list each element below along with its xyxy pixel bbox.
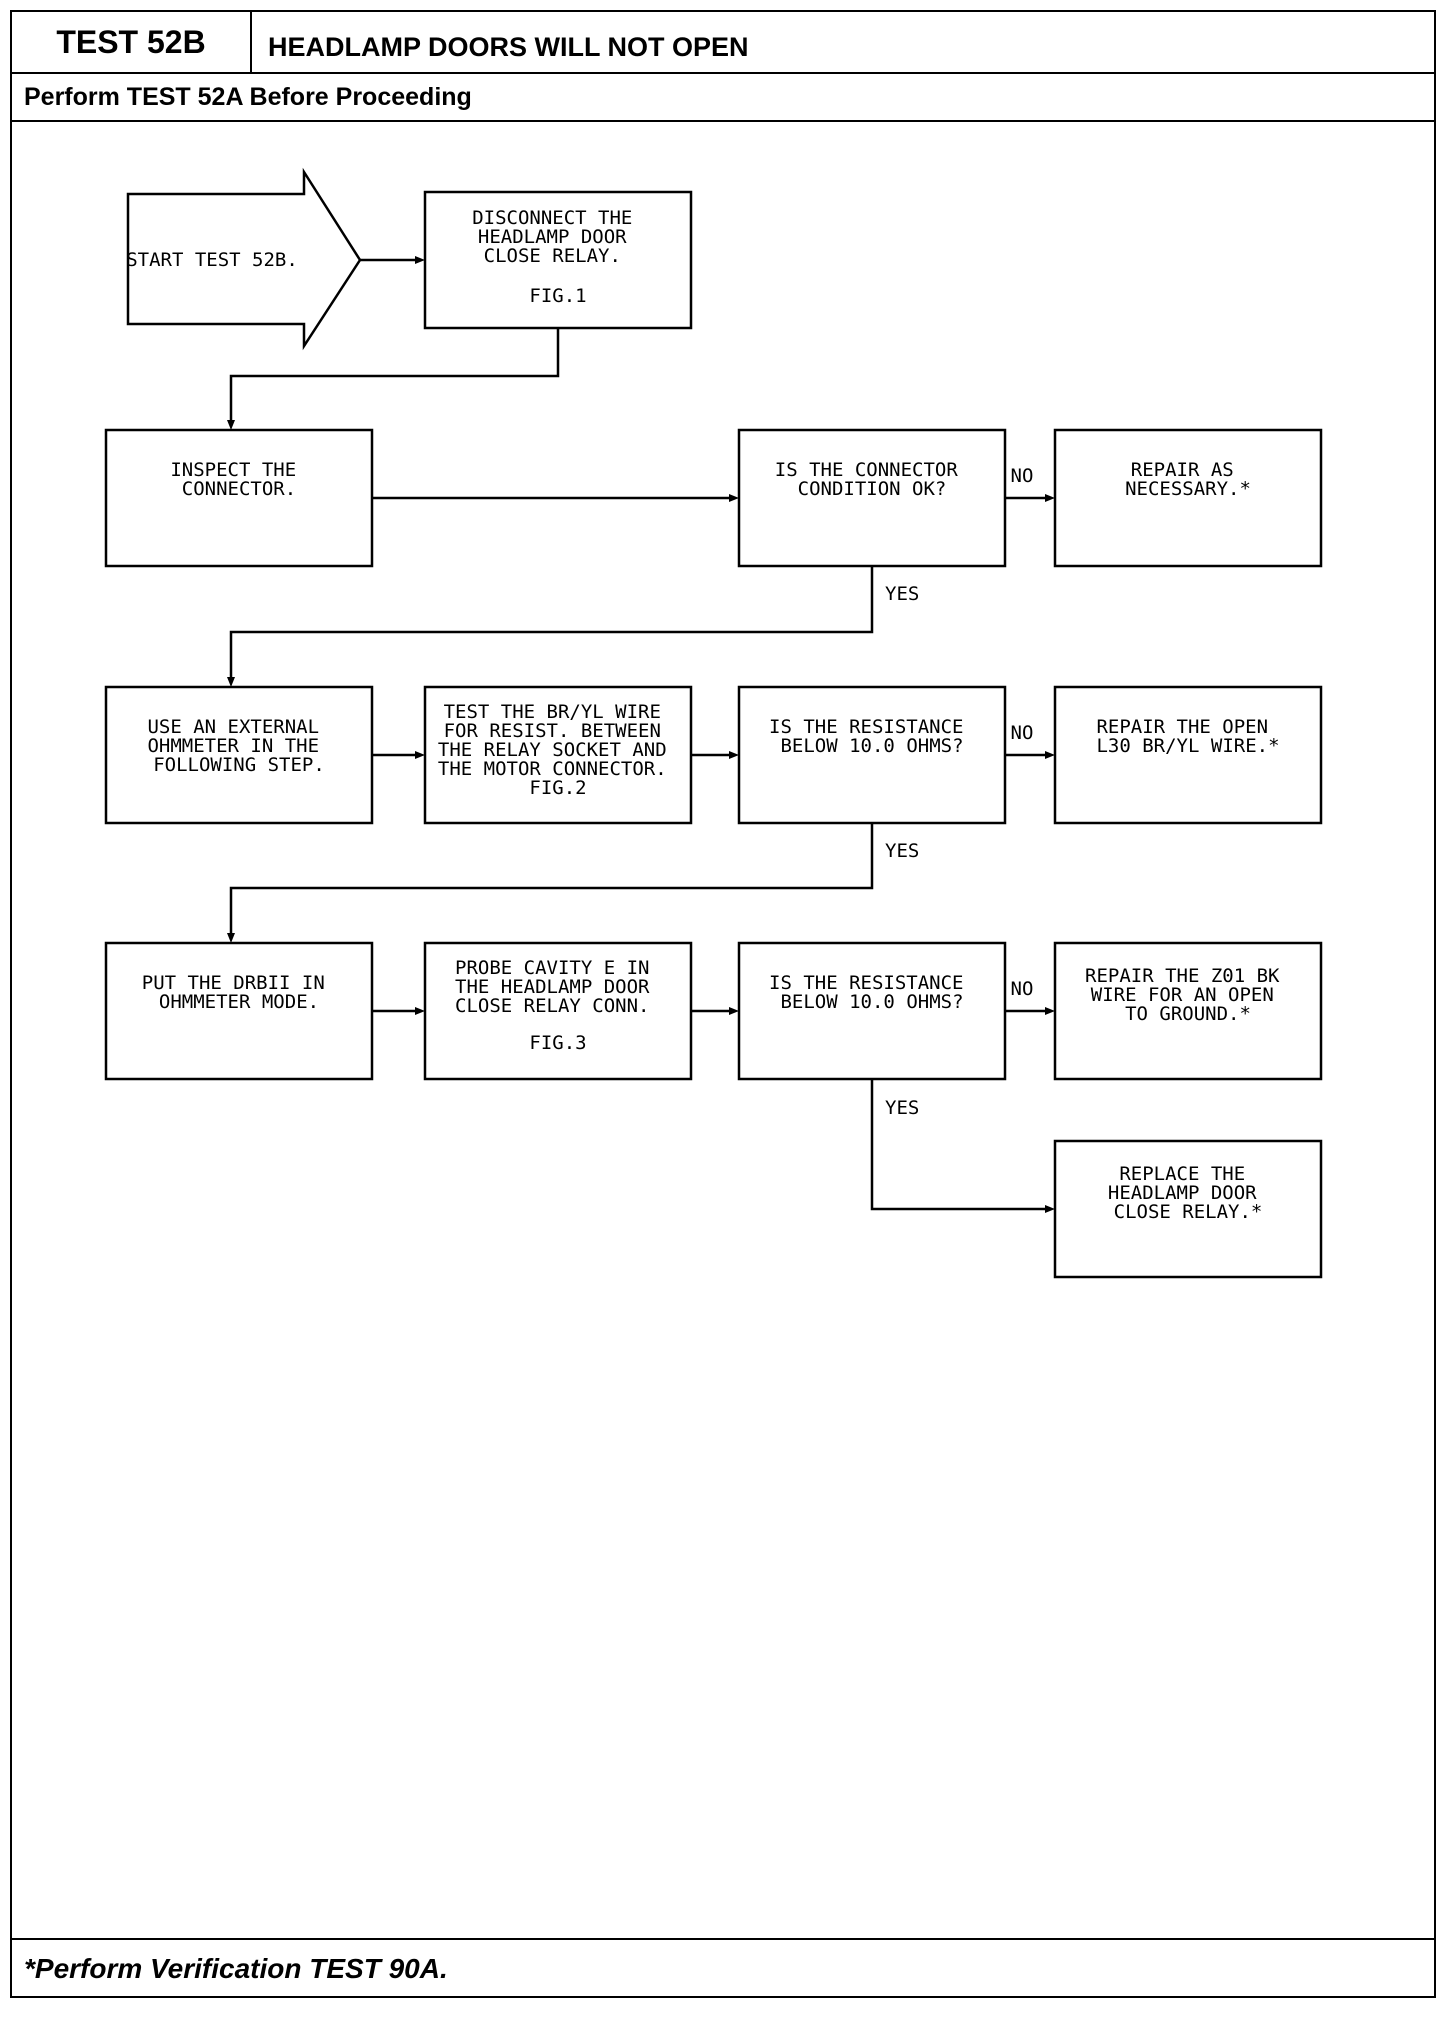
- arrowhead: [415, 256, 425, 264]
- probe-cavity-text: PROBE CAVITY E IN THE HEADLAMP DOOR CLOS…: [455, 957, 661, 1054]
- repair-open-wire-box: [1053, 685, 1323, 825]
- put-drb-box: [104, 941, 374, 1081]
- replace-relay-text: REPLACE THE HEADLAMP DOOR CLOSE RELAY.*: [1108, 1163, 1268, 1223]
- disconnect-relay-text: DISCONNECT THE HEADLAMP DOOR CLOSE RELAY…: [472, 207, 644, 307]
- repair-as-necessary-text: REPAIR AS NECESSARY.*: [1125, 459, 1251, 500]
- inspect-connector-text: INSPECT THE CONNECTOR.: [170, 459, 307, 500]
- footer-note: *Perform Verification TEST 90A.: [12, 1938, 1434, 1996]
- replace-relay-box: [1053, 1139, 1323, 1279]
- connector-ok-question-text: IS THE CONNECTOR CONDITION OK?: [775, 459, 969, 500]
- repair-ground-wire-text: REPAIR THE Z01 BK WIRE FOR AN OPEN TO GR…: [1085, 965, 1291, 1025]
- flowchart: START TEST 52B. DISCONNECT THE HEADLAMP …: [104, 167, 1323, 1279]
- repair-open-wire-text: REPAIR THE OPEN L30 BR/YL WIRE.*: [1096, 716, 1279, 757]
- arrowhead: [729, 494, 739, 502]
- resistance-question-box-1: [737, 685, 1007, 825]
- test-id: TEST 52B: [12, 12, 252, 72]
- use-ohmmeter-box: [104, 685, 374, 825]
- resistance-question-text-2: IS THE RESISTANCE BELOW 10.0 OHMS?: [769, 972, 975, 1013]
- connector-disconnect-to-inspect: [229, 328, 560, 422]
- inspect-connector-box: [104, 428, 374, 568]
- yes-label-1: YES: [885, 583, 919, 605]
- arrowhead: [227, 420, 235, 430]
- connector-ok-question-box: [737, 428, 1007, 568]
- resistance-question-text-1: IS THE RESISTANCE BELOW 10.0 OHMS?: [769, 716, 975, 757]
- arrowhead: [729, 751, 739, 759]
- test-wire-box: [423, 685, 693, 825]
- arrowhead: [729, 1007, 739, 1015]
- put-drb-text: PUT THE DRBII IN OHMMETER MODE.: [142, 972, 336, 1013]
- arrowhead: [227, 933, 235, 943]
- page-title: HEADLAMP DOORS WILL NOT OPEN: [268, 32, 749, 62]
- connector-q1-yes: [229, 566, 874, 679]
- arrowhead: [415, 751, 425, 759]
- arrowhead: [1045, 494, 1055, 502]
- yes-label-3: YES: [885, 1097, 919, 1119]
- repair-ground-wire-box: [1053, 941, 1323, 1081]
- test-wire-text: TEST THE BR/YL WIRE FOR RESIST. BETWEEN …: [438, 701, 678, 799]
- disconnect-relay-box: [423, 190, 693, 330]
- header-row: TEST 52B HEADLAMP DOORS WILL NOT OPEN: [12, 12, 1434, 74]
- yes-label-2: YES: [885, 840, 919, 862]
- use-ohmmeter-text: USE AN EXTERNAL OHMMETER IN THE FOLLOWIN…: [147, 716, 330, 776]
- start-label: START TEST 52B.: [126, 249, 298, 271]
- arrowhead: [415, 1007, 425, 1015]
- no-label-1: NO: [1011, 465, 1034, 487]
- connector-q2-yes: [229, 823, 874, 935]
- no-label-2: NO: [1011, 722, 1034, 744]
- arrowhead: [1045, 1007, 1055, 1015]
- repair-as-necessary-box: [1053, 428, 1323, 568]
- arrowhead: [1045, 751, 1055, 759]
- arrowhead: [227, 677, 235, 687]
- arrowhead: [1045, 1205, 1055, 1213]
- connector-q3-yes: [870, 1079, 1047, 1211]
- test-page: TEST 52B HEADLAMP DOORS WILL NOT OPEN Pe…: [10, 10, 1436, 1998]
- resistance-question-box-2: [737, 941, 1007, 1081]
- no-label-3: NO: [1011, 978, 1034, 1000]
- prerequisite-note: Perform TEST 52A Before Proceeding: [12, 74, 1434, 122]
- start-arrow-shape: [126, 167, 362, 351]
